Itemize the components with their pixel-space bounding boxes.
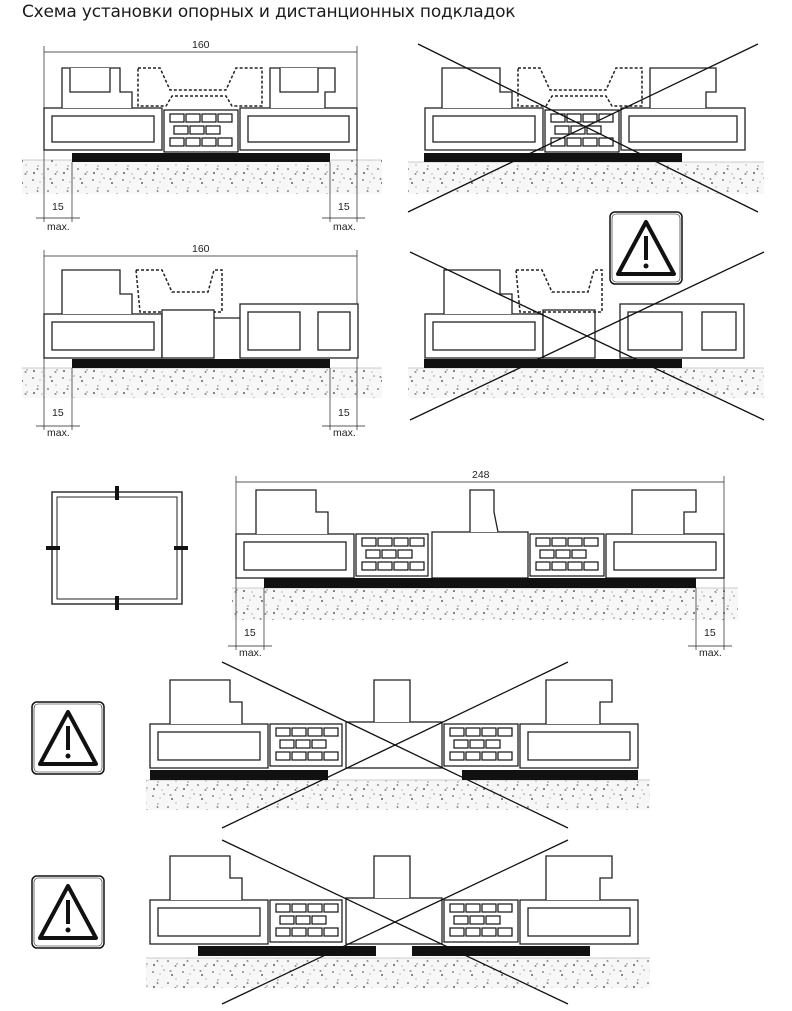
support-blocks (269, 723, 519, 767)
support-block-left (355, 533, 429, 577)
concrete-base (146, 780, 650, 810)
concrete-base (146, 958, 650, 988)
diagram-6-incorrect (31, 661, 650, 829)
width-label: 160 (192, 39, 210, 51)
frame-profile (149, 855, 639, 945)
setting-pad-left (198, 946, 376, 956)
diagram-4-incorrect (408, 211, 765, 421)
edge-dimensions (36, 155, 365, 222)
width-label: 160 (192, 243, 210, 255)
edge-left-max: max. (47, 427, 70, 439)
setting-pad-right (462, 770, 638, 780)
edge-left-max: max. (47, 221, 70, 233)
frame-profile (43, 269, 163, 359)
frame-profile (235, 489, 725, 579)
edge-right-max: max. (699, 647, 722, 659)
diagram-3-correct: 160 15 max. 15 max. (22, 243, 382, 439)
warning-icon (31, 701, 105, 775)
frame-profile (424, 67, 746, 151)
frame-profile-left (43, 67, 163, 151)
concrete-base (408, 162, 764, 194)
glazing-bead (517, 67, 643, 107)
edge-dimensions (36, 360, 365, 430)
setting-pad (424, 359, 682, 368)
diagram-1-correct: 160 (22, 39, 382, 233)
warning-icon (31, 875, 105, 949)
edge-right-value: 15 (704, 627, 716, 639)
edge-right-value: 15 (338, 407, 350, 419)
cross-mark (407, 43, 759, 213)
edge-left-value: 15 (52, 201, 64, 213)
edge-right-max: max. (333, 427, 356, 439)
frame-profile-right (239, 67, 358, 151)
setting-pad-left (150, 770, 328, 780)
glazing-bead (135, 269, 223, 313)
glazing-bead (515, 269, 603, 313)
glazing-bead (137, 67, 263, 107)
setting-pad (72, 359, 330, 368)
width-label: 248 (472, 469, 490, 481)
setting-pad (72, 153, 330, 162)
support-blocks (269, 899, 519, 943)
frame-profile (149, 679, 639, 769)
edge-right-value: 15 (338, 201, 350, 213)
concrete-base (232, 588, 738, 620)
cross-mark (221, 661, 569, 829)
vent-profile (161, 303, 359, 359)
edge-left-value: 15 (244, 627, 256, 639)
support-block (163, 109, 239, 153)
concrete-base (22, 368, 382, 398)
edge-right-max: max. (333, 221, 356, 233)
cross-mark (409, 251, 765, 421)
diagram-5-correct: 248 (228, 469, 738, 659)
frame-profile (424, 269, 745, 359)
edge-left-value: 15 (52, 407, 64, 419)
support-block-right (529, 533, 605, 577)
diagram-7-incorrect (31, 839, 650, 1005)
cross-mark (221, 839, 569, 1005)
diagram-2-incorrect (407, 43, 764, 213)
window-frame-icon (46, 486, 188, 610)
warning-icon (609, 211, 683, 285)
setting-pad-right (412, 946, 590, 956)
edge-dimensions (228, 580, 732, 650)
page-title: Схема установки опорных и дистанционных … (22, 2, 516, 22)
setting-pad (264, 578, 696, 588)
concrete-base (408, 368, 764, 398)
concrete-base (22, 160, 382, 194)
setting-pad (424, 153, 682, 162)
edge-left-max: max. (239, 647, 262, 659)
